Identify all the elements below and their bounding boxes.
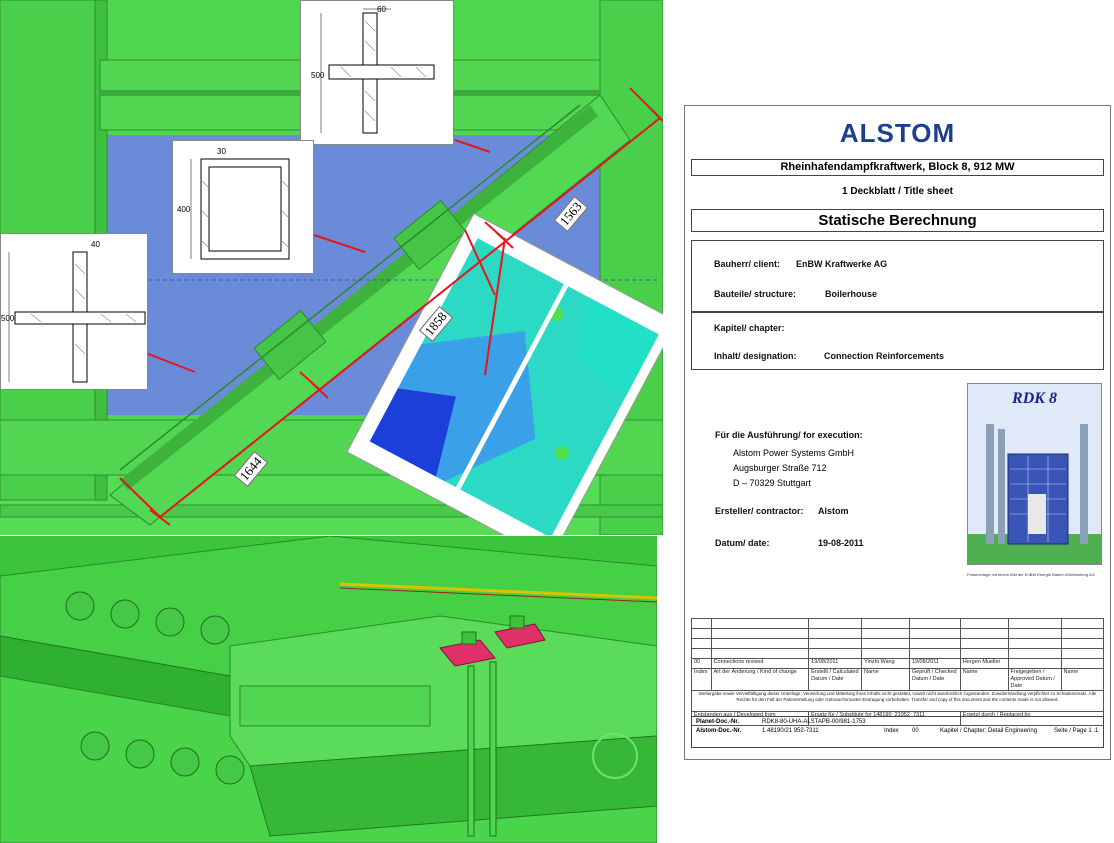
contractor-label: Ersteller/ contractor: — [715, 506, 804, 516]
execution-address: Alstom Power Systems GmbH Augsburger Str… — [733, 446, 854, 491]
table-row — [691, 648, 1105, 659]
section-sketch-cross-500-left: 40 500 — [0, 233, 148, 390]
alstom-logo: ALSTOM — [839, 118, 956, 148]
plant-image-title: RDK 8 — [1012, 390, 1057, 407]
table-row — [691, 638, 1105, 649]
chapter-label: Kapitel/ chapter: — [714, 323, 785, 333]
document-title: Statische Berechnung — [691, 209, 1104, 232]
dim-label: 400 — [177, 205, 191, 214]
header-cell: Freigegeben / Approved Datum / Date — [1007, 668, 1062, 691]
table-row: Entstanden aus / Developed from Ersatz f… — [690, 711, 1105, 726]
designation-label: Inhalt/ designation: — [714, 351, 797, 361]
header-cell: Index — [691, 668, 712, 691]
chapter-box: Kapitel/ chapter: Inhalt/ designation: C… — [691, 312, 1104, 370]
table-header-row: Index Art der Änderung / Kind of change … — [691, 668, 1105, 691]
header-cell: Name — [1060, 668, 1105, 691]
planet-doc-value: RDK8-80-UHA-ALSTAPB-00/981-1753 — [762, 719, 866, 725]
dim-label: 500 — [1, 314, 15, 323]
client-value: EnBW Kraftwerke AG — [796, 259, 888, 269]
cad-top-view: 60 500 30 400 40 500 1563 185 — [0, 0, 663, 535]
plant-caption: Fotomontage mit einem Bild der EnBW Ener… — [967, 572, 1095, 577]
structure-value: Boilerhouse — [825, 289, 878, 299]
cell: Yinzhi Wang — [861, 658, 910, 669]
header-cell: Erstellt / Calculated Datum / Date — [808, 668, 863, 691]
chapter-footer: Kapitel / Chapter: Detail Engineering — [940, 728, 1038, 734]
section-heading: 1 Deckblatt / Title sheet — [842, 186, 953, 197]
alstom-doc-label: Alstom-Doc.-Nr. — [696, 728, 742, 734]
contractor-value: Alstom — [818, 506, 849, 516]
cad-3d-connection-view — [0, 536, 657, 843]
designation-value: Connection Reinforcements — [824, 351, 945, 361]
date-value: 19-08-2011 — [818, 538, 864, 548]
structure-label: Bauteile/ structure: — [714, 289, 797, 299]
replaced-by: Ersetzt durch / Replaced by — [959, 711, 1105, 726]
table-row: 00 Connections revised 19/08/2011 Yinzhi… — [691, 658, 1105, 669]
title-sheet: ALSTOM Rheinhafendampfkraftwerk, Block 8… — [684, 105, 1111, 760]
cell: Hergen Mueller — [959, 658, 1009, 669]
header-cell: Name — [959, 668, 1009, 691]
bolted-connection-3d — [0, 536, 657, 843]
execution-label: Für die Ausführung/ for execution: — [715, 430, 863, 440]
table-row — [691, 628, 1105, 639]
section-sketch-box-400: 30 400 — [172, 140, 314, 274]
index-value: 00 — [912, 728, 919, 734]
revision-table: 00 Connections revised 19/08/2011 Yinzhi… — [690, 618, 1105, 726]
dim-label: 30 — [217, 147, 226, 156]
cell: Connections revised — [710, 658, 810, 669]
client-label: Bauherr/ client: — [714, 259, 781, 269]
table-row — [691, 618, 1105, 629]
client-box: Bauherr/ client: EnBW Kraftwerke AG Baut… — [691, 240, 1104, 312]
header-cell: Art der Änderung / Kind of change — [710, 668, 810, 691]
date-label: Datum/ date: — [715, 538, 770, 548]
address-line: Alstom Power Systems GmbH — [733, 448, 855, 458]
dim-label: 60 — [377, 5, 386, 14]
table-row: Weitergabe sowie Vervielfältigung dieser… — [691, 690, 1104, 712]
developed-from: Entstanden aus / Developed from — [690, 711, 810, 726]
legal-notice: Weitergabe sowie Vervielfältigung dieser… — [691, 690, 1104, 712]
index-label: Index — [884, 728, 899, 734]
header-cell: Geprüft / Checked Datum / Date — [908, 668, 961, 691]
dim-label: 500 — [311, 71, 325, 80]
page-number: Seite / Page 1 .1 — [1054, 728, 1099, 734]
planet-doc-label: Planet-Doc.-Nr. — [696, 719, 740, 725]
plant-image: RDK 8 — [967, 383, 1102, 565]
cell: 19/08/2011 — [908, 658, 961, 669]
header-cell: Name — [861, 668, 910, 691]
project-name: Rheinhafendampfkraftwerk, Block 8, 912 M… — [691, 159, 1104, 176]
dim-label: 40 — [91, 240, 100, 249]
alstom-doc-value: 1.48190/21 952-7311 — [762, 728, 819, 734]
address-line: D – 70329 Stuttgart — [733, 478, 812, 488]
cell: 19/08/2011 — [808, 658, 863, 669]
doc-number-block: Planet-Doc.-Nr. RDK8-80-UHA-ALSTAPB-00/9… — [691, 716, 1104, 748]
section-sketch-cross-500: 60 500 — [300, 0, 454, 145]
address-line: Augsburger Straße 712 — [733, 463, 827, 473]
cell: 00 — [691, 658, 712, 669]
